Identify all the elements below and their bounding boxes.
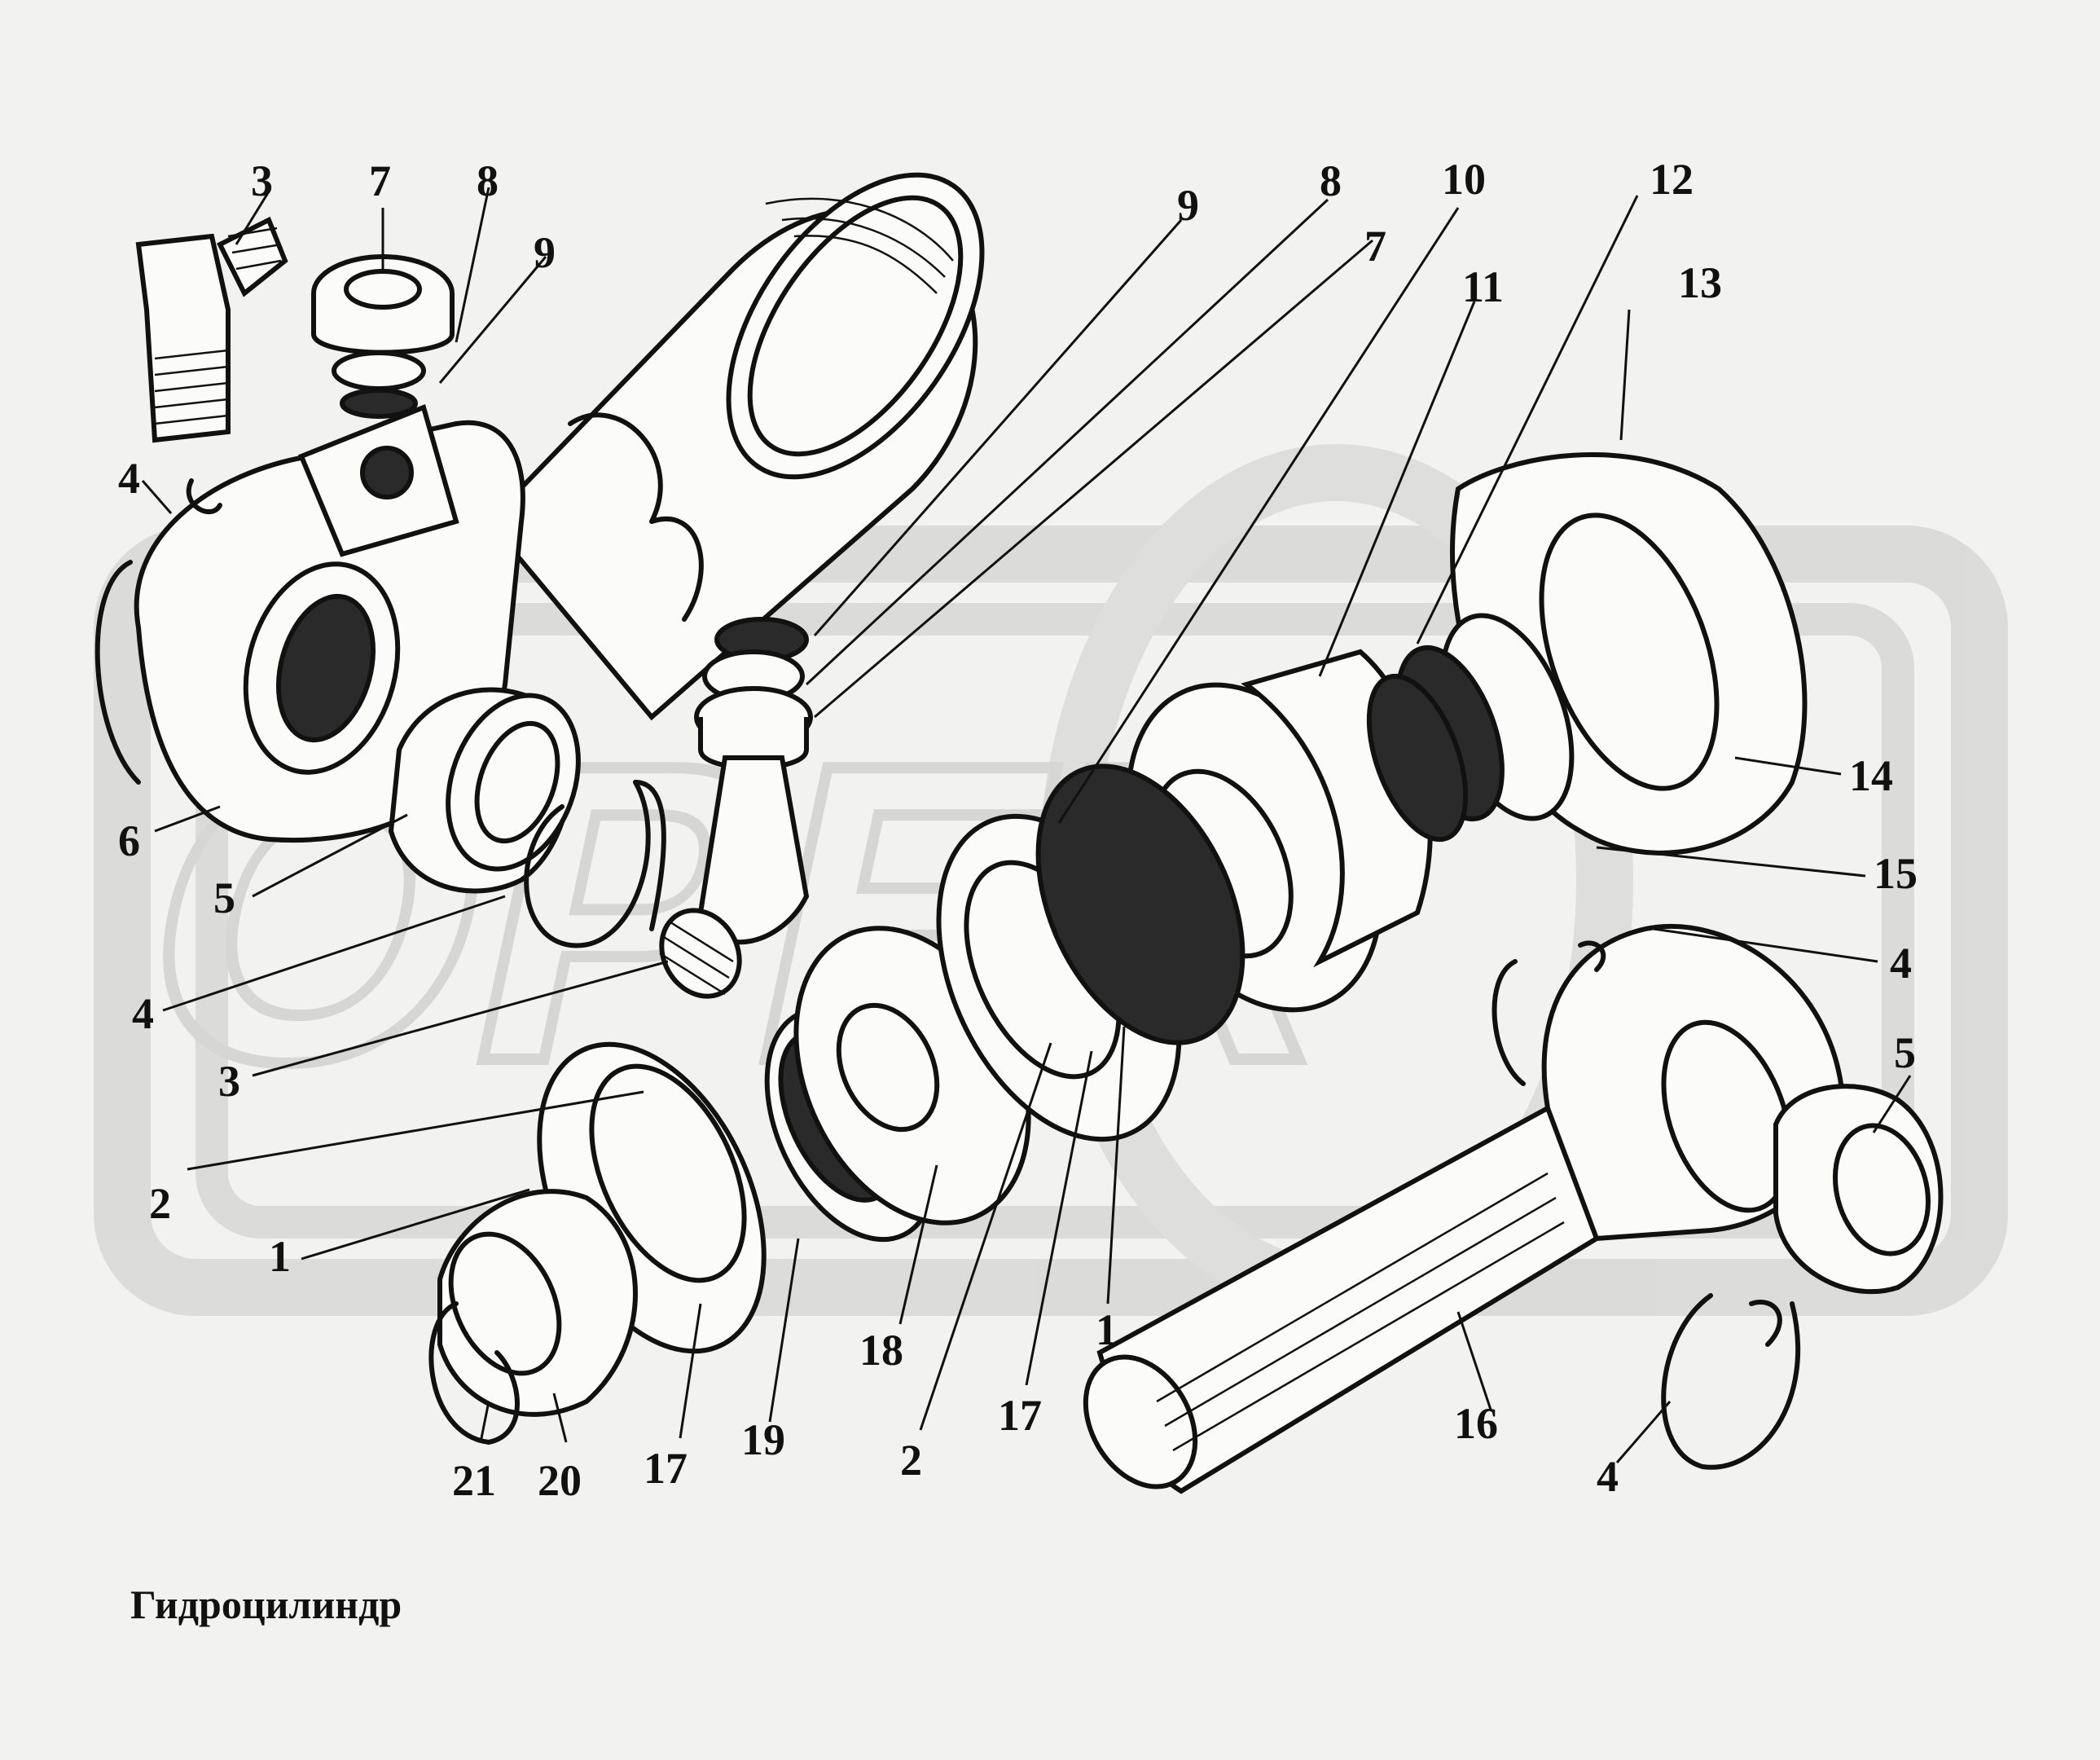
callout-17-middle: 17 (998, 1391, 1042, 1440)
piston-rod (1083, 923, 1844, 1494)
callout-5-right: 5 (1894, 1028, 1916, 1077)
gland-nut (1366, 452, 1808, 856)
retaining-rings-right (1492, 940, 1801, 1470)
callout-9-top: 9 (534, 228, 556, 277)
elbow-fitting-upper (135, 216, 288, 443)
retaining-rings-left (94, 478, 666, 948)
callout-15: 15 (1874, 849, 1918, 898)
callout-9-right: 9 (1177, 181, 1199, 230)
callout-18: 18 (859, 1326, 903, 1375)
callout-11: 11 (1462, 262, 1504, 311)
callout-13: 13 (1678, 258, 1722, 307)
callout-1-left: 1 (269, 1232, 291, 1281)
piston-assembly (1035, 649, 1433, 1045)
callout-4-upper-left: 4 (118, 454, 140, 503)
leader-lines (141, 187, 1912, 1463)
spherical-bushing-right (1773, 1084, 1944, 1295)
cylinder-barrel (485, 172, 985, 721)
callout-10: 10 (1442, 155, 1486, 204)
callout-3-lower: 3 (218, 1057, 240, 1106)
callout-14: 14 (1849, 751, 1893, 800)
union-nut-middle (694, 617, 813, 945)
callout-16: 16 (1454, 1399, 1498, 1448)
callout-21: 21 (452, 1456, 496, 1505)
callout-12: 12 (1650, 155, 1694, 204)
callout-4-left: 4 (132, 989, 154, 1038)
callout-4-bottom-right: 4 (1597, 1452, 1619, 1501)
callout-1-middle: 1 (1096, 1305, 1118, 1354)
callout-2-left: 2 (149, 1179, 171, 1228)
callout-labels: 3 7 8 9 4 6 5 4 3 2 1 9 8 7 10 11 12 13 … (118, 155, 1918, 1505)
callout-2-middle: 2 (900, 1436, 922, 1485)
callout-8-right: 8 (1320, 156, 1342, 205)
callout-6: 6 (118, 816, 140, 865)
elbow-fitting-lower (659, 908, 742, 999)
diagram-caption: Гидроцилиндр (130, 1582, 402, 1627)
callout-7-right: 7 (1364, 222, 1386, 271)
callout-17-lower: 17 (644, 1444, 688, 1493)
callout-3-top: 3 (251, 156, 273, 205)
callout-8-top: 8 (477, 156, 499, 205)
callout-20: 20 (538, 1456, 582, 1505)
callout-4-right: 4 (1890, 939, 1912, 988)
callout-19: 19 (741, 1415, 785, 1464)
callout-5-left: 5 (213, 873, 235, 922)
union-nut-upper (311, 254, 455, 419)
callout-7-top: 7 (369, 156, 391, 205)
